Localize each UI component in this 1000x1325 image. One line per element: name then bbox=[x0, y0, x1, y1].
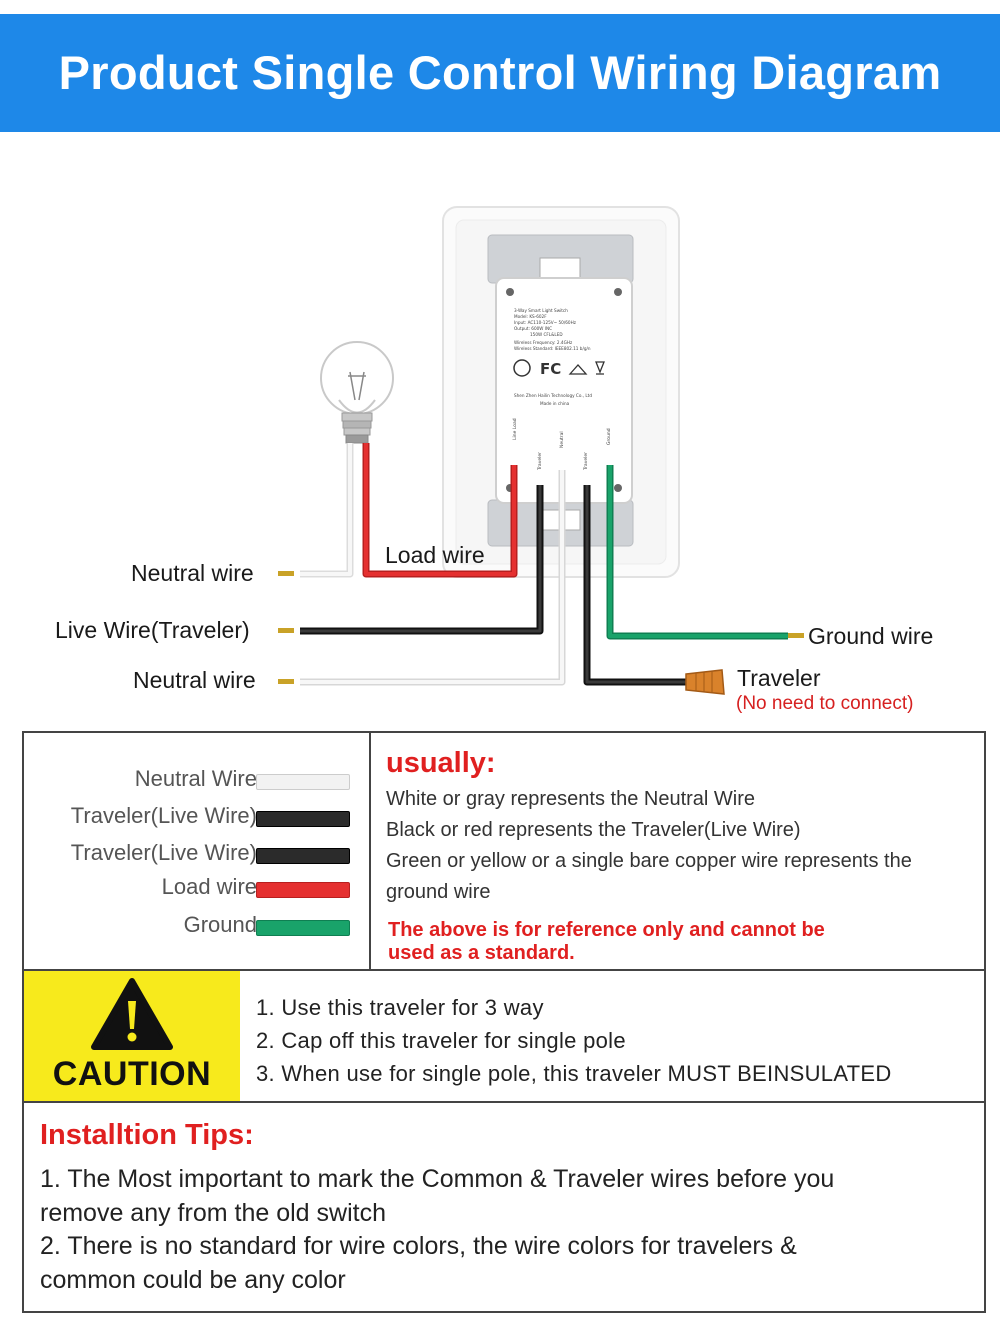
neutral-wire-bulb bbox=[300, 443, 354, 578]
usually-line: Green or yellow or a single bare copper … bbox=[386, 850, 912, 872]
tips-line: remove any from the old switch bbox=[40, 1199, 386, 1227]
wiring-diagram: 3-Way Smart Light Switch Model: KS-602F … bbox=[0, 140, 1000, 730]
legend-swatch-ground bbox=[256, 920, 350, 936]
screw-icon bbox=[506, 288, 514, 296]
label-neutral-wire-bottom: Neutral wire bbox=[133, 667, 256, 693]
wire-end-neutral-bottom bbox=[278, 679, 294, 684]
usually-line: ground wire bbox=[386, 881, 491, 903]
home-mark-icon bbox=[568, 364, 588, 375]
usually-warning: used as a standard. bbox=[388, 942, 575, 964]
device-label-output: Output: 600W INC bbox=[514, 326, 552, 331]
weee-mark-icon bbox=[595, 361, 605, 375]
device-label-model: Model: KS-602F bbox=[514, 314, 547, 319]
caution-item: 2. Cap off this traveler for single pole bbox=[256, 1028, 626, 1053]
device-label-maker: Shen Zhen Hailin Technology Co., Ltd bbox=[514, 393, 592, 398]
legend-item: Neutral Wire bbox=[24, 766, 369, 796]
label-live-wire: Live Wire(Traveler) bbox=[55, 617, 250, 643]
terminal-label-traveler-2: Traveler bbox=[583, 452, 589, 471]
terminal-label-ground: Ground bbox=[606, 428, 612, 445]
legend-panel: Neutral Wire Traveler(Live Wire) Travele… bbox=[22, 731, 986, 971]
legend-item-label: Traveler(Live Wire) bbox=[70, 840, 257, 865]
usually-line: Black or red represents the Traveler(Liv… bbox=[386, 819, 801, 841]
caution-panel: CAUTION 1. Use this traveler for 3 way 2… bbox=[22, 969, 986, 1103]
device-label-output2: 150W CFL&LED bbox=[530, 332, 563, 337]
caution-label: CAUTION bbox=[52, 1055, 212, 1093]
usually-line: White or gray represents the Neutral Wir… bbox=[386, 788, 756, 810]
wire-nut-icon bbox=[685, 669, 725, 695]
caution-item: 3. When use for single pole, this travel… bbox=[256, 1061, 892, 1086]
label-ground-wire: Ground wire bbox=[808, 623, 934, 649]
caution-item: 1. Use this traveler for 3 way bbox=[256, 995, 544, 1020]
label-traveler-note: (No need to connect) bbox=[736, 693, 914, 714]
wire-end-neutral-top bbox=[278, 571, 294, 576]
wire-end-live bbox=[278, 628, 294, 633]
wiring-illustration: 3-Way Smart Light Switch Model: KS-602F … bbox=[278, 206, 804, 695]
tips-line: common could be any color bbox=[40, 1266, 346, 1294]
installation-tips-panel: Installtion Tips: 1. The Most important … bbox=[22, 1101, 986, 1313]
warning-triangle-icon bbox=[91, 978, 173, 1050]
terminal-label-line-load: Line Load bbox=[512, 418, 518, 440]
legend-item-label: Neutral Wire bbox=[134, 766, 257, 791]
fcc-mark: FC bbox=[540, 360, 561, 378]
legend-item-label: Traveler(Live Wire) bbox=[70, 803, 257, 828]
header-banner: Product Single Control Wiring Diagram bbox=[0, 14, 1000, 132]
tips-heading: Installtion Tips: bbox=[40, 1119, 254, 1151]
usually-heading: usually: bbox=[386, 747, 496, 779]
terminal-label-traveler-1: Traveler bbox=[537, 452, 543, 471]
legend-item: Load wire bbox=[24, 874, 369, 904]
device-label-freq: Wireless Frequency: 2.4GHz bbox=[514, 340, 573, 345]
legend-item-label: Ground bbox=[183, 912, 257, 937]
etl-mark-icon bbox=[513, 359, 531, 377]
label-traveler: Traveler bbox=[737, 665, 821, 691]
legend-swatch-neutral bbox=[256, 774, 350, 790]
wire-end-ground bbox=[788, 633, 804, 638]
usually-warning: The above is for reference only and cann… bbox=[388, 919, 825, 941]
legend-item-label: Load wire bbox=[161, 874, 257, 899]
label-neutral-wire-top: Neutral wire bbox=[131, 560, 254, 586]
legend-divider bbox=[369, 733, 371, 969]
legend-item: Traveler(Live Wire) bbox=[24, 803, 369, 833]
device-label-title: 3-Way Smart Light Switch bbox=[514, 308, 568, 313]
legend-swatch-load bbox=[256, 882, 350, 898]
page-title: Product Single Control Wiring Diagram bbox=[58, 46, 942, 99]
device-label-standard: Wireless Standard: IEEE802.11 b/g/n bbox=[514, 346, 591, 351]
device-label-origin: Made in china bbox=[540, 401, 570, 406]
screw-icon bbox=[614, 288, 622, 296]
light-bulb-icon bbox=[320, 341, 394, 444]
device-label-input: Input: AC110-125V~ 50/60Hz bbox=[514, 320, 577, 325]
terminal-label-neutral: Neutral bbox=[559, 431, 565, 448]
tips-line: 2. There is no standard for wire colors,… bbox=[40, 1232, 797, 1260]
legend-item: Traveler(Live Wire) bbox=[24, 840, 369, 870]
caution-badge: CAUTION bbox=[24, 971, 240, 1101]
strap-slot-top bbox=[539, 257, 581, 279]
label-load-wire: Load wire bbox=[385, 542, 485, 568]
legend-swatch-traveler bbox=[256, 811, 350, 827]
tips-line: 1. The Most important to mark the Common… bbox=[40, 1165, 835, 1193]
legend-swatch-traveler bbox=[256, 848, 350, 864]
legend-item: Ground bbox=[24, 912, 369, 942]
screw-icon bbox=[614, 484, 622, 492]
